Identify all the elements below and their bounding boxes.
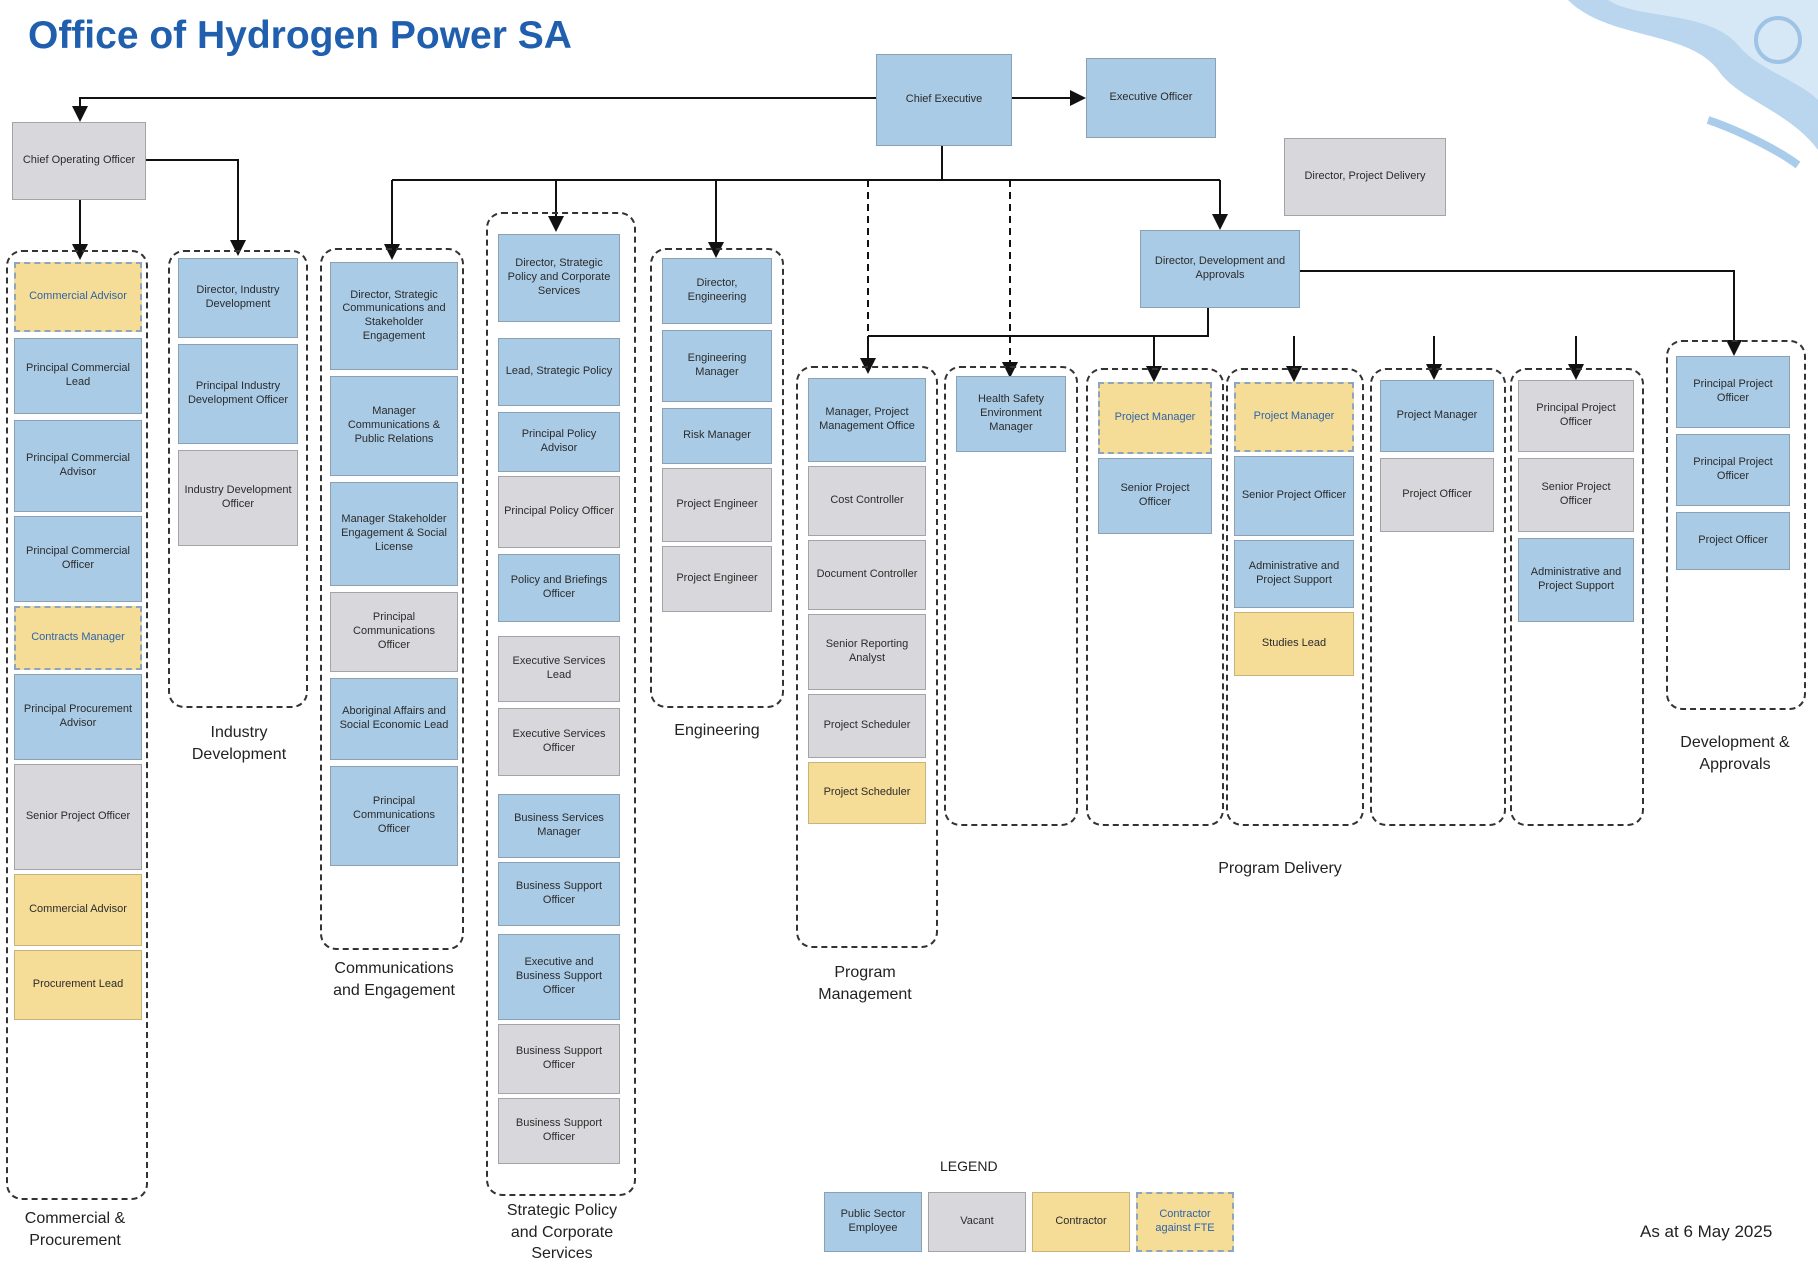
group-strategic-policy bbox=[486, 212, 636, 1196]
role-box: Principal Commercial Lead bbox=[14, 338, 142, 414]
role-box: Senior Reporting Analyst bbox=[808, 614, 926, 690]
role-box: Principal Industry Development Officer bbox=[178, 344, 298, 444]
role-box: Risk Manager bbox=[662, 408, 772, 464]
role-box: Executive and Business Support Officer bbox=[498, 934, 620, 1020]
role-box: Business Support Officer bbox=[498, 1024, 620, 1094]
legend-contractor: Contractor bbox=[1032, 1192, 1130, 1252]
chief-executive-box: Chief Executive bbox=[876, 54, 1012, 146]
group-commercial-procurement bbox=[6, 250, 148, 1200]
role-box: Commercial Advisor bbox=[14, 874, 142, 946]
role-box: Aboriginal Affairs and Social Economic L… bbox=[330, 678, 458, 760]
group-development-approvals bbox=[1666, 340, 1806, 710]
role-box: Project Officer bbox=[1380, 458, 1494, 532]
group-label-commercial: Commercial & Procurement bbox=[24, 1210, 126, 1249]
role-box: Industry Development Officer bbox=[178, 450, 298, 546]
director-project-delivery-box: Director, Project Delivery bbox=[1284, 138, 1446, 216]
group-program-management bbox=[796, 366, 938, 948]
connector-ce-coo bbox=[72, 97, 876, 122]
role-box: Principal Procurement Advisor bbox=[14, 674, 142, 760]
group-program-delivery-3 bbox=[1370, 368, 1506, 826]
group-program-delivery-4 bbox=[1510, 368, 1644, 826]
legend-contractor-against-fte: Contractor against FTE bbox=[1136, 1192, 1234, 1252]
group-engineering bbox=[650, 248, 784, 708]
role-box: Senior Project Officer bbox=[1518, 458, 1634, 532]
group-label-engineering: Engineering bbox=[674, 722, 760, 739]
role-box: Project Scheduler bbox=[808, 762, 926, 824]
role-box: Project Manager bbox=[1234, 382, 1354, 452]
group-program-delivery-2 bbox=[1226, 368, 1364, 826]
role-box: Director, Strategic Policy and Corporate… bbox=[498, 234, 620, 322]
role-box: Project Manager bbox=[1098, 382, 1212, 454]
executive-officer-box: Executive Officer bbox=[1086, 58, 1216, 138]
role-box: Document Controller bbox=[808, 540, 926, 610]
role-box: Project Scheduler bbox=[808, 694, 926, 758]
role-box: Project Officer bbox=[1676, 512, 1790, 570]
role-box: Studies Lead bbox=[1234, 612, 1354, 676]
legend-vacant: Vacant bbox=[928, 1192, 1026, 1252]
role-box: Cost Controller bbox=[808, 466, 926, 536]
role-box: Principal Policy Advisor bbox=[498, 412, 620, 472]
group-hse bbox=[944, 366, 1078, 826]
role-box: Health Safety Environment Manager bbox=[956, 376, 1066, 452]
as-at-date: As at 6 May 2025 bbox=[1640, 1222, 1773, 1241]
role-box: Business Support Officer bbox=[498, 1098, 620, 1164]
role-box: Principal Project Officer bbox=[1676, 434, 1790, 506]
role-box: Principal Commercial Advisor bbox=[14, 420, 142, 512]
role-box: Administrative and Project Support bbox=[1518, 538, 1634, 622]
role-box: Principal Communications Officer bbox=[330, 766, 458, 866]
group-program-delivery-1 bbox=[1086, 368, 1224, 826]
role-box: Senior Project Officer bbox=[1234, 456, 1354, 536]
group-communications bbox=[320, 248, 464, 950]
group-label-strategic: Strategic Policy and Corporate Services bbox=[506, 1202, 618, 1263]
logo-watermark-icon bbox=[1568, 0, 1818, 169]
group-label-development: Development & Approvals bbox=[1680, 734, 1790, 773]
role-box: Director, Industry Development bbox=[178, 258, 298, 338]
director-development-box: Director, Development and Approvals bbox=[1140, 230, 1300, 308]
role-box: Commercial Advisor bbox=[14, 262, 142, 332]
role-box: Principal Communications Officer bbox=[330, 592, 458, 672]
role-box: Manager Stakeholder Engagement & Social … bbox=[330, 482, 458, 586]
role-box: Executive Services Officer bbox=[498, 708, 620, 776]
role-box: Manager Communications & Public Relation… bbox=[330, 376, 458, 476]
role-box: Principal Project Officer bbox=[1518, 380, 1634, 452]
role-box: Contracts Manager bbox=[14, 606, 142, 670]
role-box: Lead, Strategic Policy bbox=[498, 338, 620, 406]
role-box: Engineering Manager bbox=[662, 330, 772, 402]
role-box: Senior Project Officer bbox=[1098, 458, 1212, 534]
role-box: Policy and Briefings Officer bbox=[498, 554, 620, 622]
role-box: Executive Services Lead bbox=[498, 636, 620, 702]
role-box: Principal Commercial Officer bbox=[14, 516, 142, 602]
legend-public-sector: Public Sector Employee bbox=[824, 1192, 922, 1252]
role-box: Manager, Project Management Office bbox=[808, 378, 926, 462]
legend-title: LEGEND bbox=[940, 1158, 998, 1174]
role-box: Project Engineer bbox=[662, 468, 772, 542]
role-box: Business Services Manager bbox=[498, 794, 620, 858]
group-label-communications: Communications and Engagement bbox=[333, 960, 455, 999]
page-title: Office of Hydrogen Power SA bbox=[28, 14, 572, 57]
role-box: Director, Strategic Communications and S… bbox=[330, 262, 458, 370]
role-box: Procurement Lead bbox=[14, 950, 142, 1020]
group-industry-development bbox=[168, 250, 308, 708]
role-box: Senior Project Officer bbox=[14, 764, 142, 870]
role-box: Business Support Officer bbox=[498, 862, 620, 926]
chief-operating-officer-box: Chief Operating Officer bbox=[12, 122, 146, 200]
role-box: Director, Engineering bbox=[662, 258, 772, 324]
group-label-program-delivery: Program Delivery bbox=[1218, 860, 1342, 877]
role-box: Principal Project Officer bbox=[1676, 356, 1790, 428]
role-box: Project Engineer bbox=[662, 546, 772, 612]
role-box: Principal Policy Officer bbox=[498, 476, 620, 548]
group-label-industry: Industry Development bbox=[191, 724, 287, 763]
role-box: Project Manager bbox=[1380, 380, 1494, 452]
role-box: Administrative and Project Support bbox=[1234, 540, 1354, 608]
group-label-program-management: Program Management bbox=[818, 964, 912, 1003]
